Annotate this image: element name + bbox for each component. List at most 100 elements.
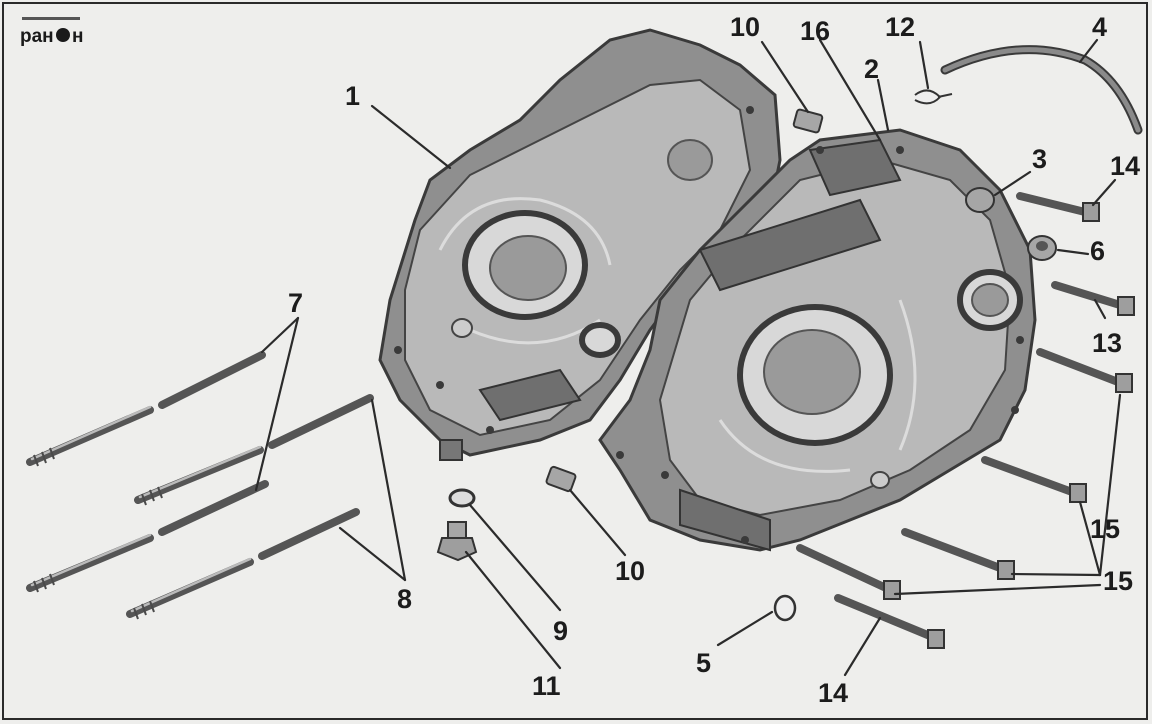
- callout-10-lower: 10: [615, 556, 645, 586]
- right-case-lower-flange: [679, 488, 771, 552]
- callout-labels: 1 2 3 4 5 6 7 8 9 10 10 11 12 13 14 14 1…: [288, 12, 1140, 708]
- leader-11: [464, 550, 562, 670]
- thread-mark: [149, 600, 155, 613]
- stud-7b-lower: [26, 534, 154, 592]
- leader-1: [370, 104, 452, 170]
- clip-12-tail: [937, 93, 953, 98]
- callout-15-upper: 15: [1090, 514, 1120, 544]
- stud-8a-upper: [268, 394, 374, 449]
- stud-7a-upper: [158, 351, 266, 409]
- thread-mark: [33, 580, 39, 593]
- right-bearing-inner: [763, 329, 861, 415]
- callout-10-upper: 10: [730, 12, 760, 42]
- left-hole-3: [486, 426, 494, 434]
- left-upper-bore: [667, 139, 713, 181]
- callout-2: 2: [864, 54, 879, 84]
- seal-3: [965, 187, 995, 213]
- thread-mark: [41, 451, 47, 464]
- callout-6: 6: [1090, 236, 1105, 266]
- leader-lines: [254, 38, 1122, 677]
- cap-6: [1027, 235, 1057, 261]
- publisher-logo: ран н: [20, 17, 83, 47]
- breather-hose-4: [940, 45, 1143, 135]
- callout-16: 16: [800, 16, 830, 46]
- drain-bolt-11-thread: [447, 521, 467, 539]
- logo-text-left: ран: [20, 26, 54, 47]
- right-hole-5: [1016, 336, 1024, 344]
- bolt-15c-head: [997, 560, 1015, 580]
- stud-7a-highlight: [30, 405, 152, 461]
- thread-mark: [141, 493, 147, 506]
- ring-5: [773, 594, 797, 622]
- leader-2: [876, 78, 890, 132]
- thread-mark: [149, 489, 155, 502]
- callout-3: 3: [1032, 144, 1047, 174]
- right-side-bore-inner: [971, 283, 1009, 317]
- callout-1: 1: [345, 81, 360, 111]
- stud-thread-marks: [33, 447, 163, 620]
- left-dowel-ring: [451, 318, 473, 338]
- left-small-bore: [579, 322, 621, 358]
- hose-4-outline: [940, 45, 1143, 135]
- right-hole-7: [896, 146, 904, 154]
- bolt-15c-shank: [901, 528, 1004, 572]
- leader-6: [1056, 248, 1090, 256]
- leader-9: [468, 503, 562, 612]
- stud-8a-highlight: [138, 445, 262, 499]
- bolt-group-13-14-15: [796, 192, 1135, 649]
- bolt-15a-shank: [1036, 348, 1122, 386]
- clip-12: [914, 89, 953, 105]
- right-hole-6: [816, 146, 824, 154]
- bolt-15d-shank: [796, 544, 890, 592]
- leader-16: [818, 38, 882, 142]
- right-hole-4: [1011, 406, 1019, 414]
- bolt-14a-head: [1082, 202, 1100, 222]
- thread-mark: [49, 573, 55, 586]
- callout-7: 7: [288, 288, 303, 318]
- callout-11: 11: [532, 671, 561, 701]
- bolt-14b-head: [927, 629, 945, 649]
- left-hole-4: [746, 106, 754, 114]
- leader-15d: [893, 583, 1102, 596]
- thread-mark: [33, 454, 39, 467]
- thread-mark: [49, 447, 55, 460]
- logo-bar: [22, 17, 80, 20]
- plug-10-lower: [545, 465, 577, 493]
- bolt-15b-shank: [981, 456, 1076, 496]
- left-hole-1: [394, 346, 402, 354]
- logo-text-right: н: [72, 26, 83, 47]
- plug-10-upper-body: [792, 108, 824, 134]
- left-case-lug: [439, 439, 463, 461]
- bolt-13-head: [1117, 296, 1135, 316]
- left-case-boss: [478, 368, 582, 422]
- leader-15b: [1078, 500, 1102, 577]
- leader-8b: [338, 526, 407, 582]
- right-case-rib-1: [718, 419, 851, 473]
- right-case-top-deck: [698, 198, 882, 292]
- leader-14b: [843, 616, 882, 677]
- stud-group-7-8: [26, 351, 374, 620]
- right-crankcase-half: [598, 128, 1037, 552]
- washer-9: [448, 488, 476, 508]
- callout-12: 12: [885, 12, 915, 42]
- left-crankcase-half: [378, 28, 782, 461]
- stud-7b-upper: [158, 480, 269, 536]
- leader-4: [1078, 38, 1099, 64]
- thread-mark: [157, 486, 163, 499]
- hose-4-fill: [942, 47, 1141, 133]
- leader-8a: [370, 398, 407, 582]
- left-hole-2: [436, 381, 444, 389]
- logo-dot-icon: [56, 28, 70, 42]
- thread-mark: [133, 607, 139, 620]
- right-hole-3: [741, 536, 749, 544]
- stud-8b-lower: [126, 558, 254, 618]
- drain-bolt-11-head: [436, 537, 478, 562]
- left-case-rib-1: [438, 197, 612, 266]
- callout-9: 9: [553, 616, 568, 646]
- leader-10a: [760, 40, 810, 114]
- plug-10-upper: [792, 108, 824, 134]
- leader-15c: [1010, 572, 1102, 577]
- leader-13: [1093, 298, 1107, 320]
